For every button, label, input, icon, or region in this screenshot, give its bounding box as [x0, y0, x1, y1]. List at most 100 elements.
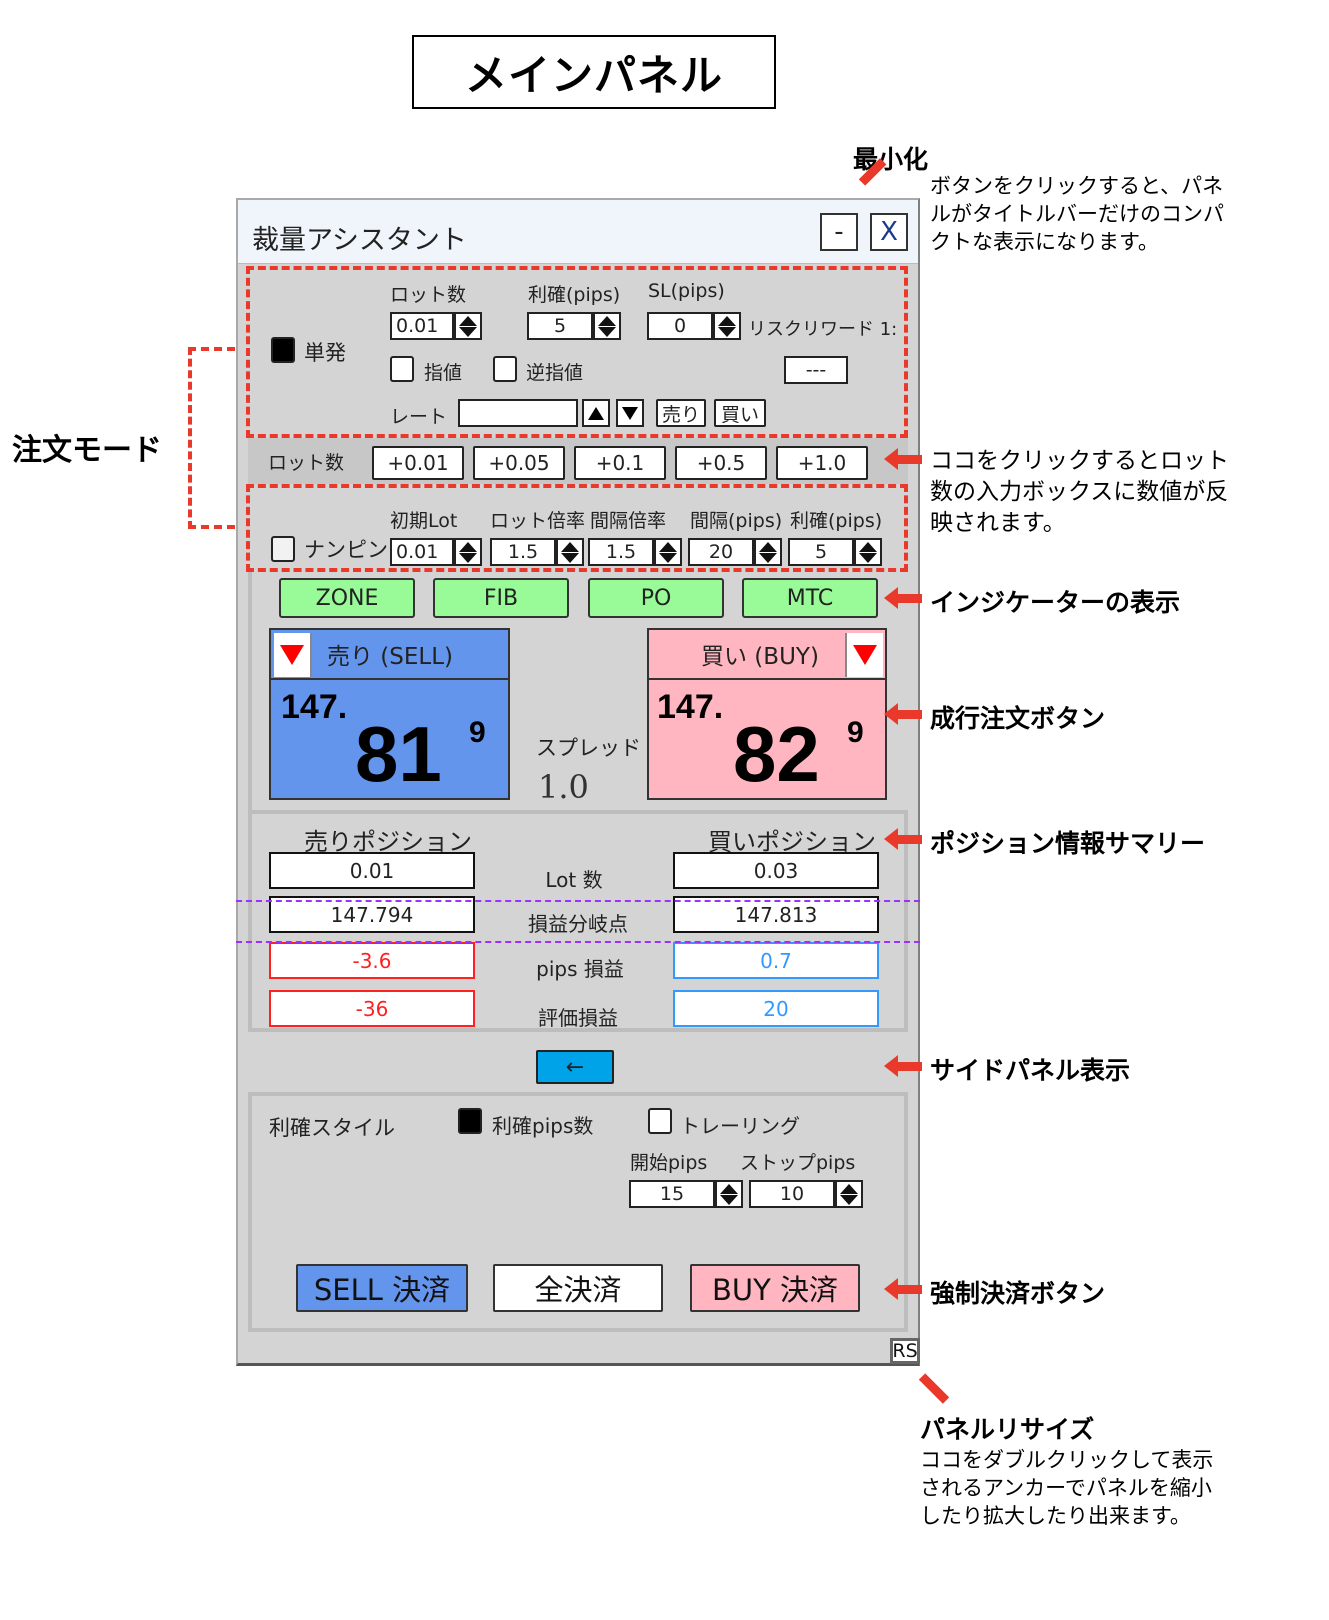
trailing-stop-spinner[interactable]: [835, 1180, 863, 1208]
rate-sell-button[interactable]: 売り: [656, 399, 706, 427]
lot-add-1.0-button[interactable]: +1.0: [776, 446, 868, 480]
indicator-zone-button[interactable]: ZONE: [279, 578, 415, 618]
rate-up-button[interactable]: [582, 399, 610, 427]
sell-market-order-button[interactable]: 売り (SELL) 147. 81 9: [269, 628, 510, 800]
indicator-mtc-button[interactable]: MTC: [742, 578, 878, 618]
spin-down-icon: [759, 552, 777, 563]
buy-positions-title: 買いポジション: [708, 828, 876, 856]
close-button[interactable]: X: [870, 213, 908, 251]
triangle-down-icon: [622, 406, 638, 420]
trailing-start-spinner[interactable]: [715, 1180, 743, 1208]
annotation-indicators-title: インジケーターの表示: [930, 588, 1181, 617]
buy-dropdown[interactable]: [845, 633, 883, 677]
tp-pips-radio[interactable]: [458, 1108, 482, 1134]
arrow-left-icon: [884, 1278, 922, 1300]
indicator-po-button[interactable]: PO: [588, 578, 724, 618]
section-divider: [248, 1328, 908, 1332]
spin-down-icon: [598, 326, 616, 337]
tp-spinner[interactable]: [593, 312, 621, 340]
dropdown-triangle-icon: [853, 645, 877, 665]
annotation-minimize-title: 最小化: [853, 145, 929, 174]
buy-breakeven-value: 147.813: [673, 896, 879, 933]
stop-checkbox[interactable]: [493, 356, 517, 382]
window-title: 裁量アシスタント: [252, 225, 467, 256]
trailing-radio[interactable]: [648, 1108, 672, 1134]
close-all-button[interactable]: 全決済: [493, 1264, 663, 1312]
annotation-market-order-title: 成行注文ボタン: [930, 704, 1106, 733]
nanpin-tp-input[interactable]: 5: [788, 538, 854, 566]
buy-lot-value: 0.03: [673, 852, 879, 889]
sell-dropdown[interactable]: [274, 633, 312, 677]
lot-add-0.1-button[interactable]: +0.1: [574, 446, 666, 480]
rate-buy-button[interactable]: 買い: [714, 399, 766, 427]
section-divider: [248, 810, 908, 814]
spin-up-icon: [598, 315, 616, 326]
rate-label: レート: [390, 406, 448, 428]
unrealized-pl-row-label: 評価損益: [538, 1006, 618, 1030]
resize-handle[interactable]: RS: [890, 1338, 920, 1364]
annotation-lot-buttons-text: ココをクリックするとロット 数の入力ボックスに数値が反 映されます。: [930, 448, 1229, 536]
nanpin-interval-input[interactable]: 20: [688, 538, 754, 566]
rate-down-button[interactable]: [616, 399, 644, 427]
sell-pips-pl-value: -3.6: [269, 942, 475, 979]
spin-up-icon: [659, 541, 677, 552]
buy-market-order-button[interactable]: 買い (BUY) 147. 82 9: [647, 628, 887, 800]
trailing-start-input[interactable]: 15: [629, 1180, 715, 1208]
arrow-left-icon: [884, 448, 922, 470]
sell-breakeven-value: 147.794: [269, 896, 475, 933]
page-title: メインパネル: [412, 35, 776, 109]
annotation-minimize-text: ボタンをクリックすると、パネ ルがタイトルバーだけのコンパ クトな表示になります…: [930, 174, 1224, 254]
nanpin-interval-multiplier-input[interactable]: 1.5: [588, 538, 654, 566]
nanpin-tp-spinner[interactable]: [854, 538, 882, 566]
arrow-icon: [918, 1373, 950, 1404]
spin-down-icon: [840, 1194, 858, 1205]
lot-input[interactable]: 0.01: [390, 312, 454, 340]
title-bar[interactable]: 裁量アシスタント - X: [238, 200, 918, 264]
spin-up-icon: [840, 1183, 858, 1194]
limit-checkbox[interactable]: [390, 356, 414, 382]
buy-header-label: 買い (BUY): [701, 644, 819, 670]
guide-line: [236, 900, 920, 902]
single-mode-checkbox[interactable]: [271, 337, 295, 363]
lot-spinner[interactable]: [454, 312, 482, 340]
indicator-fib-button[interactable]: FIB: [433, 578, 569, 618]
nanpin-initial-lot-spinner[interactable]: [454, 538, 482, 566]
spin-down-icon: [720, 1194, 738, 1205]
nanpin-initial-lot-input[interactable]: 0.01: [390, 538, 454, 566]
section-divider: [248, 1028, 908, 1032]
nanpin-interval-spinner[interactable]: [754, 538, 782, 566]
arrow-left-icon: [884, 1055, 922, 1077]
trailing-start-label: 開始pips: [630, 1152, 708, 1174]
stop-label: 逆指値: [526, 362, 584, 384]
nanpin-lot-multiplier-label: ロット倍率: [490, 510, 586, 532]
arrow-left-icon: [884, 703, 922, 725]
annotation-order-mode-title: 注文モード: [12, 433, 162, 468]
lot-row-label: Lot 数: [545, 868, 603, 892]
lot-add-0.01-button[interactable]: +0.01: [372, 446, 464, 480]
buy-unrealized-pl-value: 20: [673, 990, 879, 1027]
tp-style-label: 利確スタイル: [269, 1116, 395, 1140]
sl-input[interactable]: 0: [647, 312, 713, 340]
tp-input[interactable]: 5: [527, 312, 593, 340]
side-panel-button[interactable]: ←: [536, 1050, 614, 1084]
lot-add-0.5-button[interactable]: +0.5: [675, 446, 767, 480]
tp-pips-label: 利確pips数: [492, 1114, 594, 1138]
buy-close-button[interactable]: BUY 決済: [690, 1264, 860, 1312]
trailing-stop-input[interactable]: 10: [749, 1180, 835, 1208]
nanpin-lot-multiplier-spinner[interactable]: [556, 538, 584, 566]
sell-price-sup: 9: [469, 716, 486, 749]
buy-price-main: 82: [733, 710, 820, 798]
nanpin-lot-multiplier-input[interactable]: 1.5: [490, 538, 556, 566]
breakeven-row-label: 損益分岐点: [528, 912, 628, 936]
sell-close-button[interactable]: SELL 決済: [296, 1264, 468, 1312]
nanpin-interval-multiplier-spinner[interactable]: [654, 538, 682, 566]
spin-up-icon: [459, 315, 477, 326]
risk-reward-value: ---: [784, 356, 848, 384]
rate-input[interactable]: [458, 399, 578, 427]
arrow-left-icon: [884, 828, 922, 850]
minimize-button[interactable]: -: [820, 213, 858, 251]
lot-add-0.05-button[interactable]: +0.05: [473, 446, 565, 480]
nanpin-checkbox[interactable]: [271, 536, 295, 562]
sl-spinner[interactable]: [713, 312, 741, 340]
section-border: [248, 810, 252, 1032]
